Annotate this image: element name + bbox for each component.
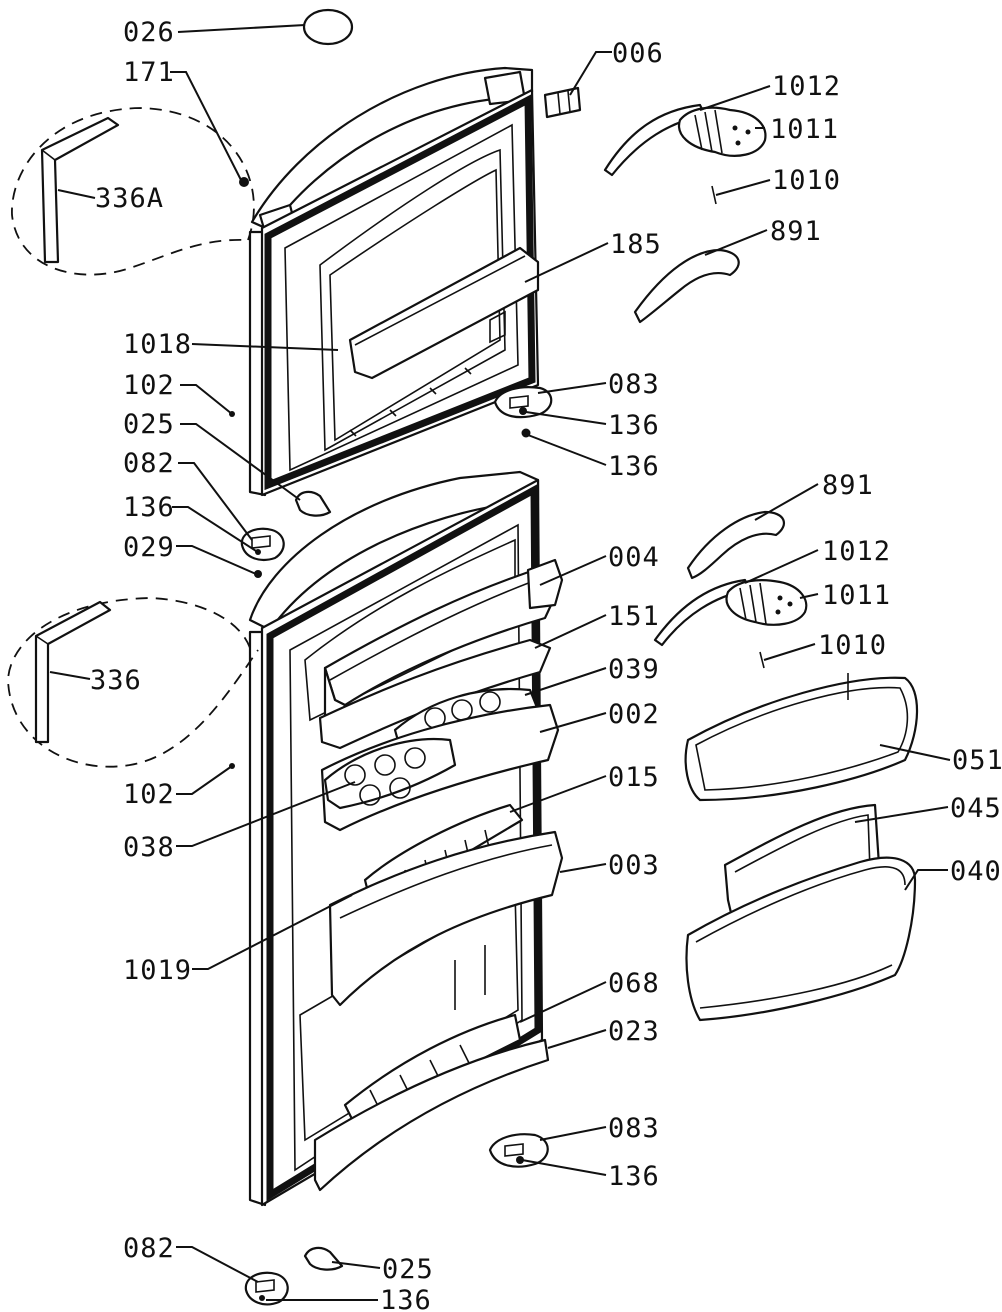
label-039: 039 [608, 654, 660, 685]
label-002: 002 [608, 699, 660, 730]
label-102-lower: 102 [123, 779, 175, 810]
freezer-door [248, 66, 540, 497]
label-082-lower: 082 [123, 1233, 175, 1264]
label-171: 171 [123, 57, 175, 88]
label-136-e: 136 [380, 1285, 432, 1312]
label-029: 029 [123, 532, 175, 563]
hinge-083-upper [493, 386, 553, 438]
label-1010-upper: 1010 [772, 165, 841, 196]
lower-handle-set [653, 578, 808, 669]
label-891-upper: 891 [770, 216, 822, 247]
label-151: 151 [608, 601, 660, 632]
bin-003 [328, 830, 564, 1007]
part-006-clip [543, 86, 582, 119]
upper-handle-set [603, 103, 767, 205]
tray-151 [318, 638, 552, 750]
label-336A: 336A [95, 183, 164, 214]
label-004: 004 [608, 542, 660, 573]
bin-040 [685, 856, 917, 1022]
label-040: 040 [950, 856, 1002, 887]
bottom-shelves [313, 1013, 550, 1192]
label-136-b: 136 [608, 451, 660, 482]
label-102-upper: 102 [123, 370, 175, 401]
label-1011-lower: 1011 [822, 580, 891, 611]
label-136-a: 136 [608, 410, 660, 441]
part-026-cap [302, 8, 354, 46]
label-082-upper: 082 [123, 448, 175, 479]
label-083-lower: 083 [608, 1113, 660, 1144]
gasket-detail-336 [7, 597, 259, 768]
part-labels: 026 171 006 1012 1011 1010 336A 891 185 … [90, 17, 1002, 1312]
hinge-083-lower [488, 1133, 549, 1168]
label-003: 003 [608, 850, 660, 881]
bin-051 [684, 673, 919, 802]
label-045: 045 [950, 793, 1002, 824]
label-006: 006 [612, 38, 664, 69]
part-025-lower [303, 1246, 344, 1271]
label-1012-upper: 1012 [772, 71, 841, 102]
label-025-lower: 025 [382, 1254, 434, 1285]
label-038: 038 [123, 832, 175, 863]
part-025-upper [294, 490, 332, 517]
label-026: 026 [123, 17, 175, 48]
part-029-pin [254, 570, 262, 578]
leader-lines [49, 24, 951, 1301]
label-891-lower: 891 [822, 470, 874, 501]
label-136-d: 136 [608, 1161, 660, 1192]
label-136-c: 136 [123, 492, 175, 523]
label-025-upper: 025 [123, 409, 175, 440]
label-1010-lower: 1010 [818, 630, 887, 661]
label-1018: 1018 [123, 329, 192, 360]
label-051: 051 [952, 745, 1002, 776]
label-015: 015 [608, 762, 660, 793]
label-1011-upper: 1011 [770, 114, 839, 145]
egg-tray-038 [323, 738, 457, 810]
gasket-detail-336A [11, 107, 255, 276]
label-083-upper: 083 [608, 369, 660, 400]
label-1012-lower: 1012 [822, 536, 891, 567]
label-336: 336 [90, 665, 142, 696]
label-068: 068 [608, 968, 660, 999]
hinge-082-upper [240, 527, 285, 562]
part-891-handle-upper [633, 248, 740, 324]
label-185: 185 [610, 229, 662, 260]
label-023: 023 [608, 1016, 660, 1047]
label-1019: 1019 [123, 955, 192, 986]
part-891-handle-lower [686, 510, 786, 580]
